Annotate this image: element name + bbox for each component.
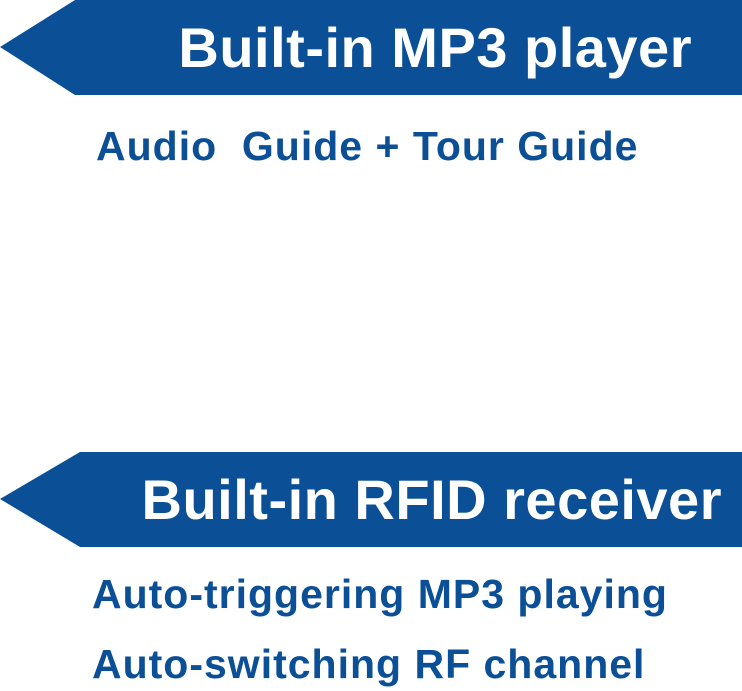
mp3-player-title: Built-in MP3 player — [178, 16, 692, 79]
auto-switching-caption: Auto-switching RF channel — [92, 641, 646, 687]
rfid-receiver-title: Built-in RFID receiver — [141, 468, 722, 531]
mp3-player-banner: Built-in MP3 player — [0, 0, 742, 95]
rfid-receiver-banner: Built-in RFID receiver — [0, 452, 742, 547]
auto-triggering-caption: Auto-triggering MP3 playing — [92, 571, 668, 617]
audio-tour-guide-caption: Audio Guide + Tour Guide — [96, 123, 639, 169]
